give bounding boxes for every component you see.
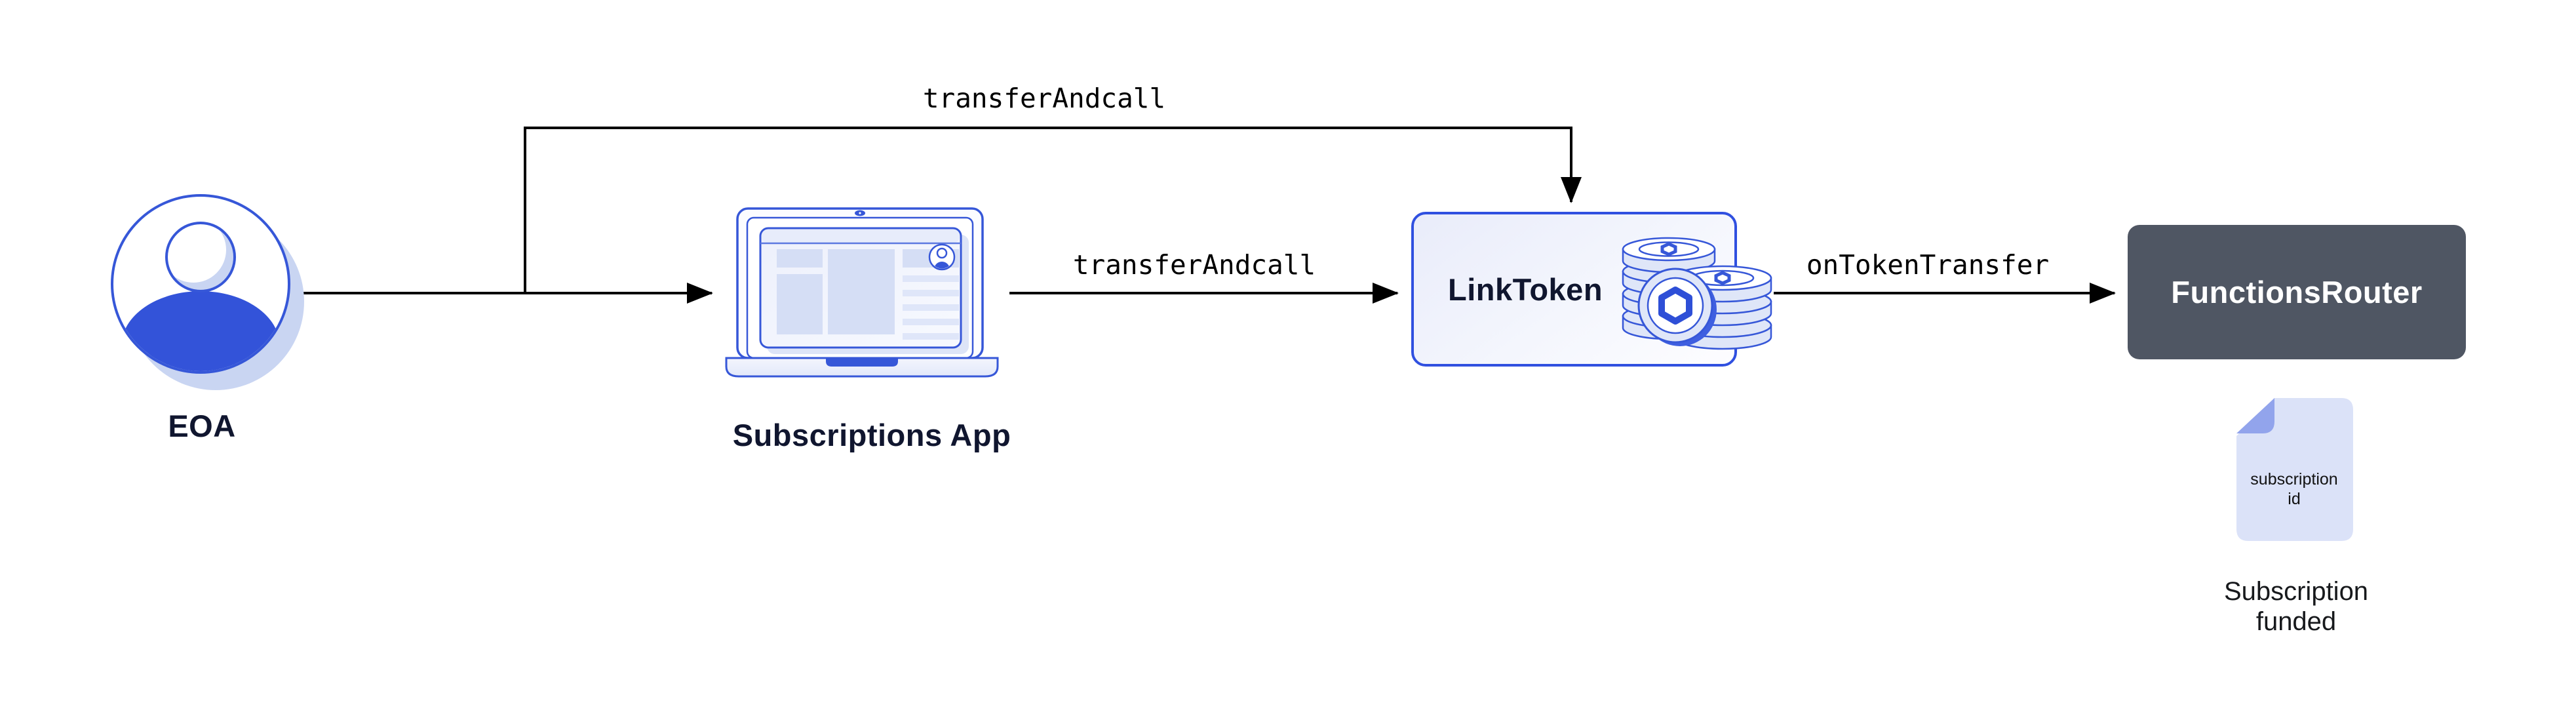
chainlink-hexagon-logo bbox=[1658, 287, 1692, 325]
document-text-line1: subscription bbox=[2250, 470, 2338, 489]
laptop-notch bbox=[826, 358, 898, 367]
document-fold bbox=[2236, 398, 2274, 433]
laptop-base bbox=[725, 357, 999, 378]
linktoken-label: LinkToken bbox=[1448, 271, 1603, 307]
browser-block bbox=[777, 249, 823, 268]
subscriptions-app-label: Subscriptions App bbox=[732, 418, 1011, 452]
user-avatar-icon bbox=[111, 194, 304, 390]
edge-label-transferandcall-mid: transferAndcall bbox=[1072, 249, 1316, 281]
chainlink-coin bbox=[1637, 268, 1717, 346]
subscription-funded-caption: Subscription funded bbox=[2223, 577, 2369, 636]
eoa-label: EOA bbox=[168, 409, 236, 443]
avatar-head bbox=[165, 222, 236, 292]
arrow-eoa-to-linktoken-top bbox=[524, 127, 1582, 293]
laptop-icon bbox=[725, 207, 999, 378]
link-coins-icon bbox=[1622, 237, 1772, 350]
edge-label-ontokentransfer: onTokenTransfer bbox=[1806, 249, 2050, 281]
document-text: subscription id bbox=[2250, 469, 2337, 509]
document-body bbox=[2236, 398, 2353, 541]
avatar-shoulders bbox=[121, 291, 280, 371]
browser-block bbox=[777, 274, 823, 334]
document-text-line2: id bbox=[2288, 490, 2301, 508]
edge-label-transferandcall-top: transferAndcall bbox=[922, 83, 1166, 114]
functions-router-node: FunctionsRouter bbox=[2128, 225, 2466, 359]
functions-router-label: FunctionsRouter bbox=[2171, 275, 2423, 309]
browser-block bbox=[828, 249, 895, 334]
document-icon bbox=[2236, 398, 2353, 541]
